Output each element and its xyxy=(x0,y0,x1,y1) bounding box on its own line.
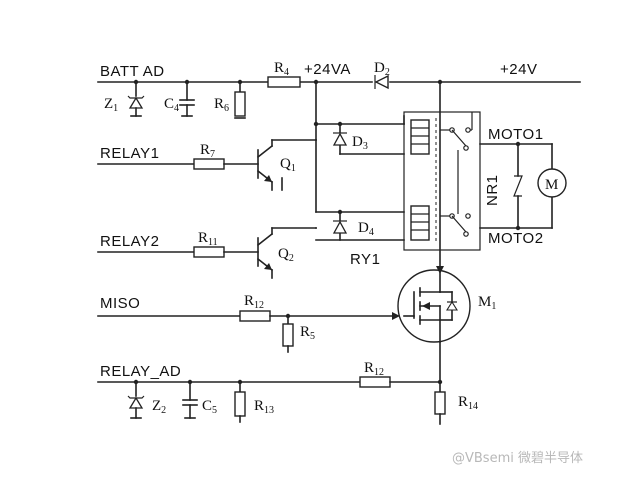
motor-m: M xyxy=(537,168,567,198)
net-label-relay1: RELAY1 xyxy=(100,145,159,162)
relay-ry1 xyxy=(403,81,481,271)
resistor-r5 xyxy=(282,315,294,353)
resistor-r6 xyxy=(234,81,246,119)
label-r13: R13 xyxy=(254,398,274,416)
svg-text:M: M xyxy=(545,177,558,193)
label-z2: Z2 xyxy=(152,398,166,416)
net-label-moto1: MOTO1 xyxy=(488,126,544,143)
capacitor-c5 xyxy=(182,381,198,419)
label-r5: R5 xyxy=(300,324,315,342)
label-r12-lower: R12 xyxy=(364,360,384,378)
watermark-text: @VBsemi 微碧半导体 xyxy=(452,451,583,466)
resistor-r14 xyxy=(434,391,446,425)
capacitor-c4 xyxy=(179,81,195,117)
label-q2: Q2 xyxy=(278,246,294,264)
label-c4: C4 xyxy=(164,96,179,114)
transistor-q2 xyxy=(256,227,317,279)
diode-d3 xyxy=(332,132,348,146)
resistor-r7 xyxy=(193,158,225,170)
label-ry1: RY1 xyxy=(350,251,380,268)
mosfet-m1 xyxy=(397,269,471,343)
motor-circuit xyxy=(479,141,553,231)
net-label-moto2: MOTO2 xyxy=(488,230,544,247)
zener-z2 xyxy=(127,381,145,419)
diode-d4 xyxy=(332,220,348,234)
label-z1: Z1 xyxy=(104,96,118,114)
transistor-q1 xyxy=(256,139,317,191)
label-r14: R14 xyxy=(458,394,478,412)
net-label-relay2: RELAY2 xyxy=(100,233,159,250)
label-r12-upper: R12 xyxy=(244,293,264,311)
relay-coil-2 xyxy=(410,205,430,241)
zener-z1 xyxy=(127,81,145,117)
label-r4: R4 xyxy=(274,60,289,78)
label-r7: R7 xyxy=(200,142,215,160)
resistor-r13 xyxy=(234,381,246,423)
diode-d2 xyxy=(374,74,389,90)
label-nr1: NR1 xyxy=(484,174,501,206)
label-c5: C5 xyxy=(202,398,217,416)
label-m1: M1 xyxy=(478,294,496,312)
relay-coil-1 xyxy=(410,119,430,155)
net-label-relay-ad: RELAY_AD xyxy=(100,363,181,380)
relay-drive-network xyxy=(313,81,405,241)
resistor-r11 xyxy=(193,246,225,258)
net-label-batt-ad: BATT AD xyxy=(100,63,165,80)
net-label-24va: +24VA xyxy=(304,61,351,78)
resistor-r12-lower xyxy=(359,376,391,388)
net-label-miso: MISO xyxy=(100,295,140,312)
label-r11: R11 xyxy=(198,230,218,248)
label-d4: D4 xyxy=(358,220,374,238)
label-d3: D3 xyxy=(352,134,368,152)
net-label-24v: +24V xyxy=(500,61,537,78)
label-d2: D2 xyxy=(374,60,390,78)
label-r6: R6 xyxy=(214,96,229,114)
label-q1: Q1 xyxy=(280,156,296,174)
resistor-r12-upper xyxy=(239,310,271,322)
resistor-r4 xyxy=(267,76,301,88)
